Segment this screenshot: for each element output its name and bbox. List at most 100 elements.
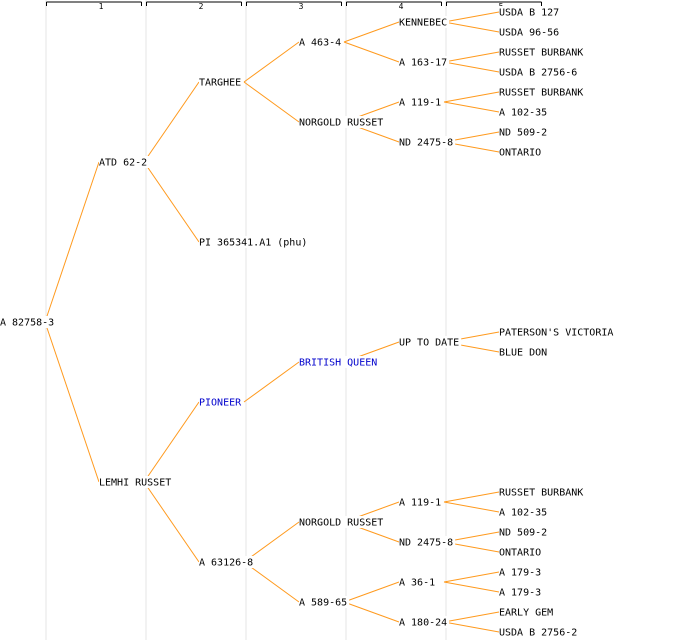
column-guides xyxy=(45,0,447,640)
node-norgold-russet: NORGOLD RUSSET xyxy=(299,118,383,129)
edge-n19-n35 xyxy=(443,571,500,583)
edge-n1-n4 xyxy=(143,161,200,243)
node-russet-burbank: RUSSET BURBANK xyxy=(499,48,583,59)
node-a-463-4: A 463-4 xyxy=(299,38,341,49)
node-label-bg xyxy=(499,86,586,98)
column-number: 1 xyxy=(99,2,104,11)
node-label-bg xyxy=(299,36,344,48)
node-early-gem: EARLY GEM xyxy=(499,608,553,619)
node-up-to-date: UP TO DATE xyxy=(399,338,459,349)
node-label-bg xyxy=(499,586,544,598)
edge-n13-n24 xyxy=(443,61,500,73)
node-label-bg xyxy=(399,136,456,148)
node-label-bg xyxy=(499,66,580,78)
node-a-102-35: A 102-35 xyxy=(499,108,547,119)
node-label-bg xyxy=(499,26,562,38)
node-label-bg xyxy=(199,236,310,248)
node-usda-b-2756-2: USDA B 2756-2 xyxy=(499,628,577,639)
node-label-bg xyxy=(299,516,386,528)
node-label-bg xyxy=(499,626,580,638)
node-label-bg xyxy=(299,596,350,608)
node-label-bg xyxy=(399,576,438,588)
node-a-82758-3: A 82758-3 xyxy=(0,318,54,329)
node-label-bg xyxy=(499,46,586,58)
node-label-bg xyxy=(499,146,544,158)
node-label-bg xyxy=(399,496,444,508)
node-label-bg xyxy=(499,106,550,118)
edge-n20-n38 xyxy=(443,621,500,633)
edge-n0-n2 xyxy=(44,321,100,483)
node-paterson-s-victoria: PATERSON'S VICTORIA xyxy=(499,328,613,339)
node-usda-96-56: USDA 96-56 xyxy=(499,28,559,39)
edge-n5-n9 xyxy=(243,361,300,403)
node-label-bg xyxy=(499,506,550,518)
node-label-bg xyxy=(499,326,616,338)
edge-n17-n31 xyxy=(443,491,500,503)
node-pi-365341-a1-phu: PI 365341.A1 (phu) xyxy=(199,238,307,249)
edge-n2-n6 xyxy=(143,481,200,563)
edge-n7-n12 xyxy=(343,21,400,43)
edge-n2-n5 xyxy=(143,401,200,483)
node-blue-don: BLUE DON xyxy=(499,348,547,359)
node-label-bg xyxy=(199,76,244,88)
edge-n17-n32 xyxy=(443,501,500,513)
edge-n13-n23 xyxy=(443,51,500,63)
node-label-bg xyxy=(99,476,174,488)
node-nd-2475-8: ND 2475-8 xyxy=(399,538,453,549)
column-number: 4 xyxy=(399,2,404,11)
node-usda-b-127: USDA B 127 xyxy=(499,8,559,19)
node-nd-2475-8: ND 2475-8 xyxy=(399,138,453,149)
node-a-179-3: A 179-3 xyxy=(499,588,541,599)
edge-n14-n25 xyxy=(443,91,500,103)
node-a-589-65: A 589-65 xyxy=(299,598,347,609)
node-a-179-3: A 179-3 xyxy=(499,568,541,579)
edge-n6-n10 xyxy=(243,521,300,563)
node-label-bg xyxy=(499,606,556,618)
node-label-bg xyxy=(399,336,462,348)
edge-n20-n37 xyxy=(443,611,500,623)
node-label-bg xyxy=(499,6,562,18)
node-label-bg xyxy=(499,346,550,358)
node-kennebec: KENNEBEC xyxy=(399,18,447,29)
node-a-119-1: A 119-1 xyxy=(399,498,441,509)
edge-n6-n11 xyxy=(243,561,300,603)
node-targhee: TARGHEE xyxy=(199,78,241,89)
node-label-bg xyxy=(499,526,550,538)
edge-n11-n20 xyxy=(343,601,400,623)
node-label-bg xyxy=(499,546,544,558)
column-numbers: 12345 xyxy=(46,1,542,11)
node-label-bg xyxy=(399,616,450,628)
node-label-bg xyxy=(499,486,586,498)
node-usda-b-2756-6: USDA B 2756-6 xyxy=(499,68,577,79)
edge-n19-n36 xyxy=(443,581,500,593)
edge-n3-n8 xyxy=(243,81,300,123)
edge-n3-n7 xyxy=(243,41,300,83)
column-number: 3 xyxy=(299,2,304,11)
node-norgold-russet: NORGOLD RUSSET xyxy=(299,518,383,529)
node-a-180-24: A 180-24 xyxy=(399,618,447,629)
node-british-queen[interactable]: BRITISH QUEEN xyxy=(299,358,377,369)
edge-n12-n22 xyxy=(443,21,500,33)
node-lemhi-russet: LEMHI RUSSET xyxy=(99,478,171,489)
column-number: 2 xyxy=(199,2,204,11)
node-label-bg xyxy=(399,96,444,108)
node-label-bg xyxy=(399,16,450,28)
edge-n1-n3 xyxy=(143,81,200,163)
edge-n11-n19 xyxy=(343,581,400,603)
node-label-bg xyxy=(399,56,450,68)
node-ontario: ONTARIO xyxy=(499,148,541,159)
edge-n0-n1 xyxy=(44,161,100,323)
node-a-36-1: A 36-1 xyxy=(399,578,435,589)
node-atd-62-2: ATD 62-2 xyxy=(99,158,147,169)
node-a-163-17: A 163-17 xyxy=(399,58,447,69)
node-label-bg xyxy=(499,566,544,578)
node-pioneer[interactable]: PIONEER xyxy=(199,398,242,409)
node-label-bg xyxy=(499,126,550,138)
node-a-63126-8: A 63126-8 xyxy=(199,558,253,569)
node-label-bg xyxy=(0,316,57,328)
node-label-bg xyxy=(299,116,386,128)
node-nd-509-2: ND 509-2 xyxy=(499,128,547,139)
node-ontario: ONTARIO xyxy=(499,548,541,559)
